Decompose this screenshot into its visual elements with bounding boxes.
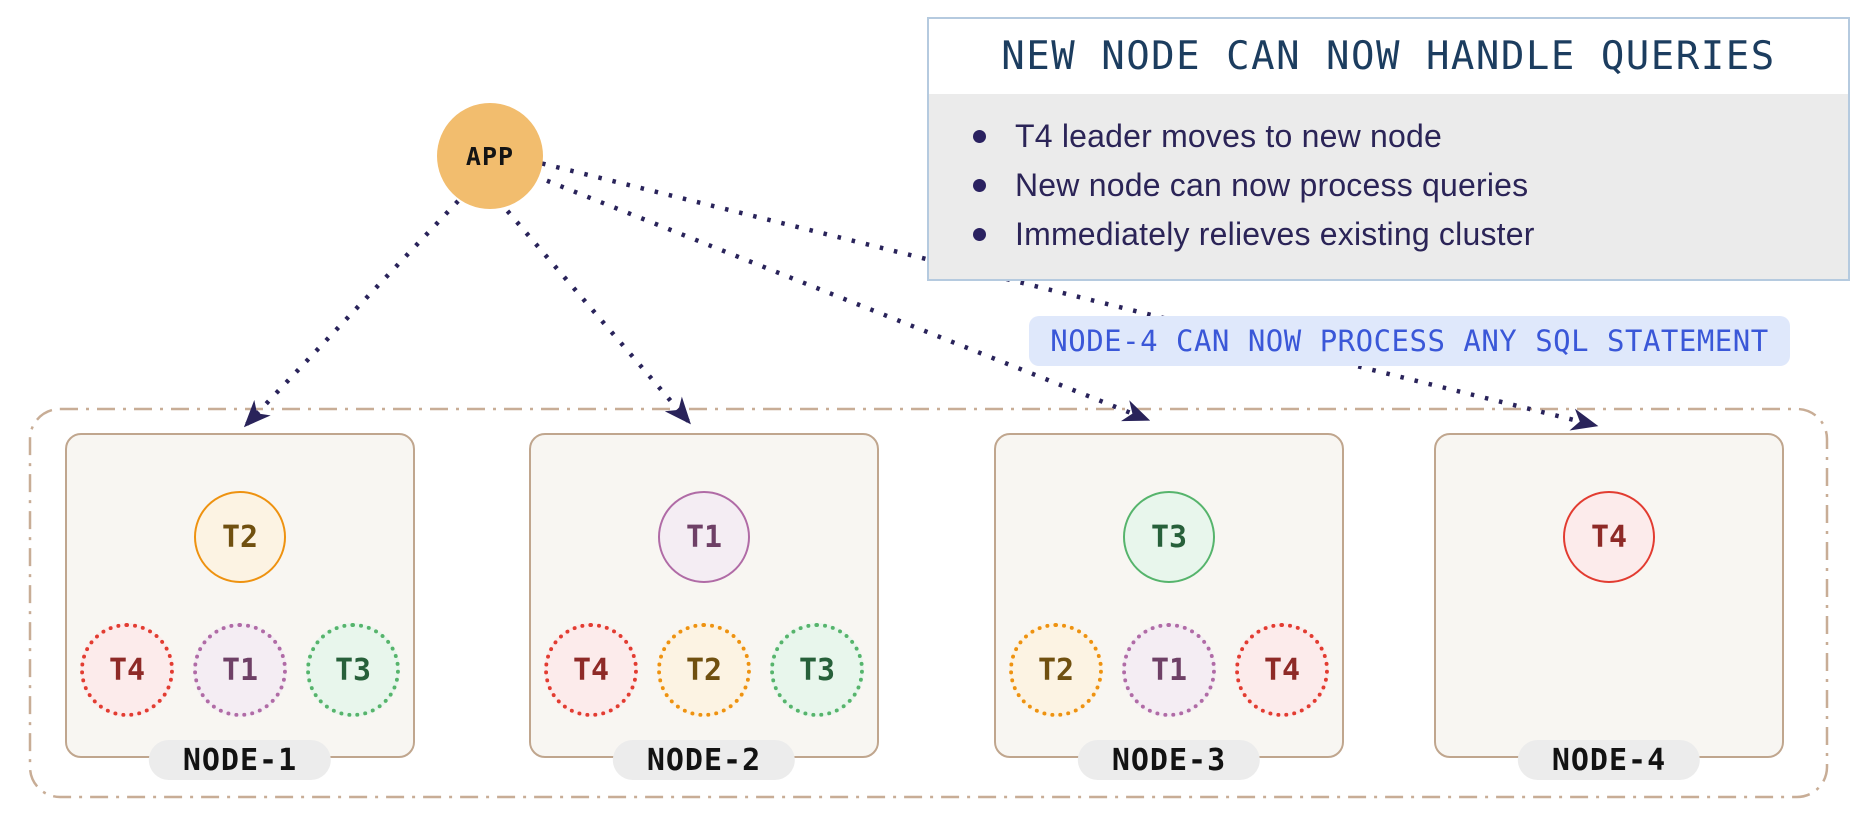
follower-tablet-circle: T4	[544, 623, 638, 717]
info-box: NEW NODE CAN NOW HANDLE QUERIES T4 leade…	[927, 17, 1850, 281]
leader-tablet-circle: T2	[194, 491, 286, 583]
arrow-app-to-node-1	[243, 178, 480, 428]
info-box-title: NEW NODE CAN NOW HANDLE QUERIES	[1001, 34, 1776, 79]
list-item: T4 leader moves to new node	[973, 112, 1848, 161]
follower-tablet-circle: T3	[770, 623, 864, 717]
bullet-dot-icon	[973, 130, 986, 143]
node4-callout-label: NODE-4 CAN NOW PROCESS ANY SQL STATEMENT	[1029, 316, 1790, 366]
leader-tablet-circle: T3	[1123, 491, 1215, 583]
follower-tablet-circle: T2	[657, 623, 751, 717]
bullet-dot-icon	[973, 228, 986, 241]
follower-tablet-circle: T4	[80, 623, 174, 717]
node-name-pill: NODE-4	[1517, 740, 1701, 780]
leader-tablet-circle: T1	[658, 491, 750, 583]
follower-tablet-circle: T4	[1235, 623, 1329, 717]
node-box-node-3: T3 T2 T1 T4 NODE-3	[994, 433, 1344, 780]
node-box-node-2: T1 T4 T2 T3 NODE-2	[529, 433, 879, 780]
bullet-text: New node can now process queries	[1015, 167, 1529, 203]
follower-row: T4 T1 T3	[67, 623, 413, 717]
follower-tablet-circle: T1	[193, 623, 287, 717]
follower-tablet-circle: T1	[1122, 623, 1216, 717]
info-box-body: T4 leader moves to new node New node can…	[929, 94, 1848, 279]
follower-row: T4 T2 T3	[531, 623, 877, 717]
node-name-pill: NODE-1	[148, 740, 332, 780]
app-node: APP	[437, 103, 543, 209]
follower-tablet-circle: T3	[306, 623, 400, 717]
list-item: New node can now process queries	[973, 161, 1848, 210]
follower-tablet-circle: T2	[1009, 623, 1103, 717]
bullet-dot-icon	[973, 179, 986, 192]
arrow-app-to-node-2	[496, 198, 691, 425]
app-label: APP	[465, 141, 515, 171]
node-box-node-1: T2 T4 T1 T3 NODE-1	[65, 433, 415, 780]
follower-row: T2 T1 T4	[996, 623, 1342, 717]
bullet-text: Immediately relieves existing cluster	[1015, 216, 1535, 252]
node-name-pill: NODE-3	[1077, 740, 1261, 780]
leader-tablet-circle: T4	[1563, 491, 1655, 583]
node-name-pill: NODE-2	[612, 740, 796, 780]
node-box-node-4: T4 NODE-4	[1434, 433, 1784, 780]
list-item: Immediately relieves existing cluster	[973, 210, 1848, 259]
bullet-text: T4 leader moves to new node	[1015, 118, 1442, 154]
